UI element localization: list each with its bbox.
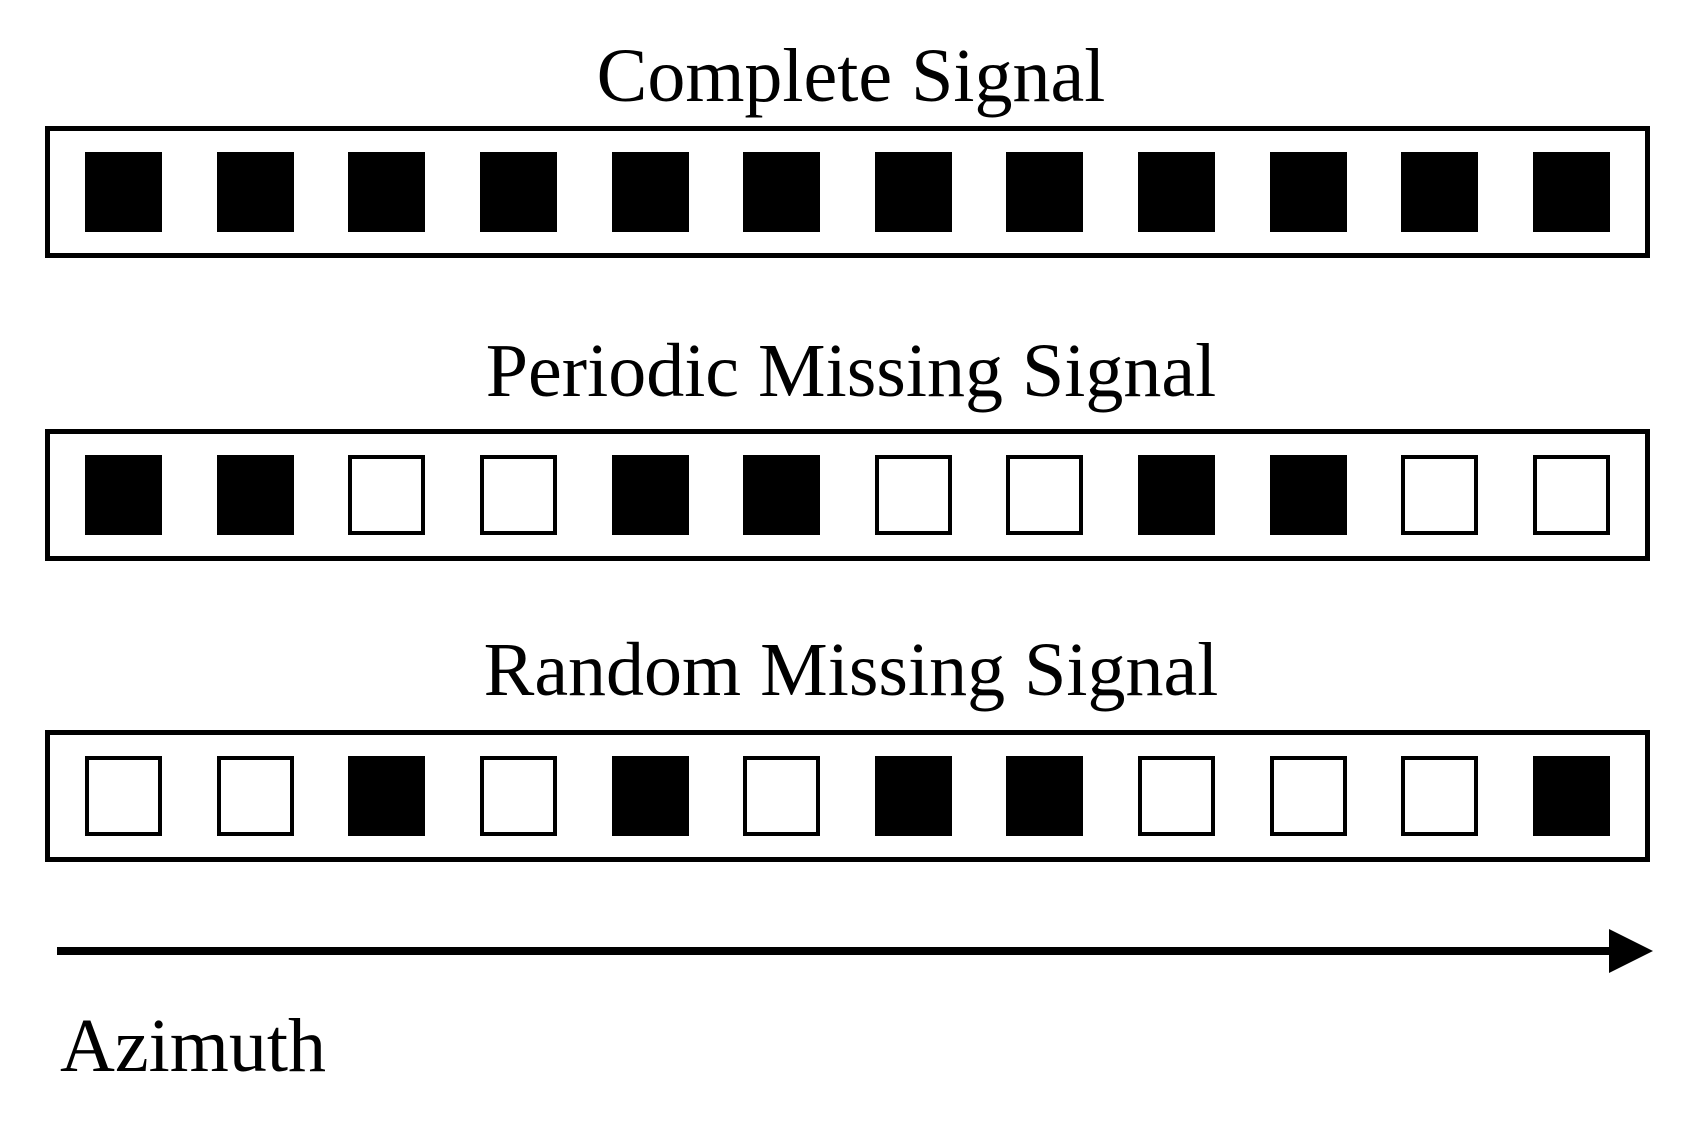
title-random-missing-signal: Random Missing Signal — [483, 628, 1219, 712]
sample-square-missing — [874, 455, 952, 535]
sample-square-filled — [85, 455, 162, 535]
signal-row-periodic-missing — [45, 429, 1650, 561]
sample-square-filled — [1138, 152, 1215, 232]
sample-square-missing — [216, 756, 294, 836]
sample-square-filled — [348, 756, 426, 836]
sample-square-filled — [1006, 152, 1084, 232]
sample-square-filled — [1532, 152, 1610, 232]
sample-square-missing — [85, 756, 162, 836]
sample-square-filled — [1006, 756, 1084, 836]
sample-square-filled — [874, 756, 952, 836]
sample-square-missing — [1006, 455, 1084, 535]
sample-square-filled — [348, 152, 426, 232]
sample-square-filled — [611, 756, 689, 836]
sample-square-filled — [611, 152, 689, 232]
sample-square-missing — [1138, 756, 1215, 836]
sample-square-filled — [743, 152, 821, 232]
sample-square-missing — [479, 756, 557, 836]
sample-square-filled — [1532, 756, 1610, 836]
sample-square-filled — [216, 152, 294, 232]
sample-square-missing — [1532, 455, 1610, 535]
sample-square-filled — [1401, 152, 1479, 232]
sample-square-missing — [743, 756, 821, 836]
sample-square-filled — [611, 455, 689, 535]
sample-square-filled — [1269, 152, 1347, 232]
sample-square-filled — [1269, 455, 1347, 535]
sample-square-filled — [1138, 455, 1215, 535]
sample-square-missing — [479, 455, 557, 535]
title-periodic-missing-signal: Periodic Missing Signal — [485, 329, 1217, 413]
sample-square-filled — [85, 152, 162, 232]
azimuth-axis-label: Azimuth — [60, 1004, 326, 1088]
sample-square-filled — [479, 152, 557, 232]
sample-square-filled — [743, 455, 821, 535]
sample-square-filled — [874, 152, 952, 232]
azimuth-arrow-shaft — [57, 947, 1614, 955]
signal-row-complete — [45, 126, 1650, 258]
sample-square-filled — [216, 455, 294, 535]
sample-square-missing — [1269, 756, 1347, 836]
sample-square-missing — [1401, 756, 1479, 836]
title-complete-signal: Complete Signal — [596, 34, 1106, 118]
sample-square-missing — [1401, 455, 1479, 535]
signal-row-random-missing — [45, 730, 1650, 862]
azimuth-arrow-head-icon — [1609, 929, 1653, 973]
sample-square-missing — [348, 455, 426, 535]
